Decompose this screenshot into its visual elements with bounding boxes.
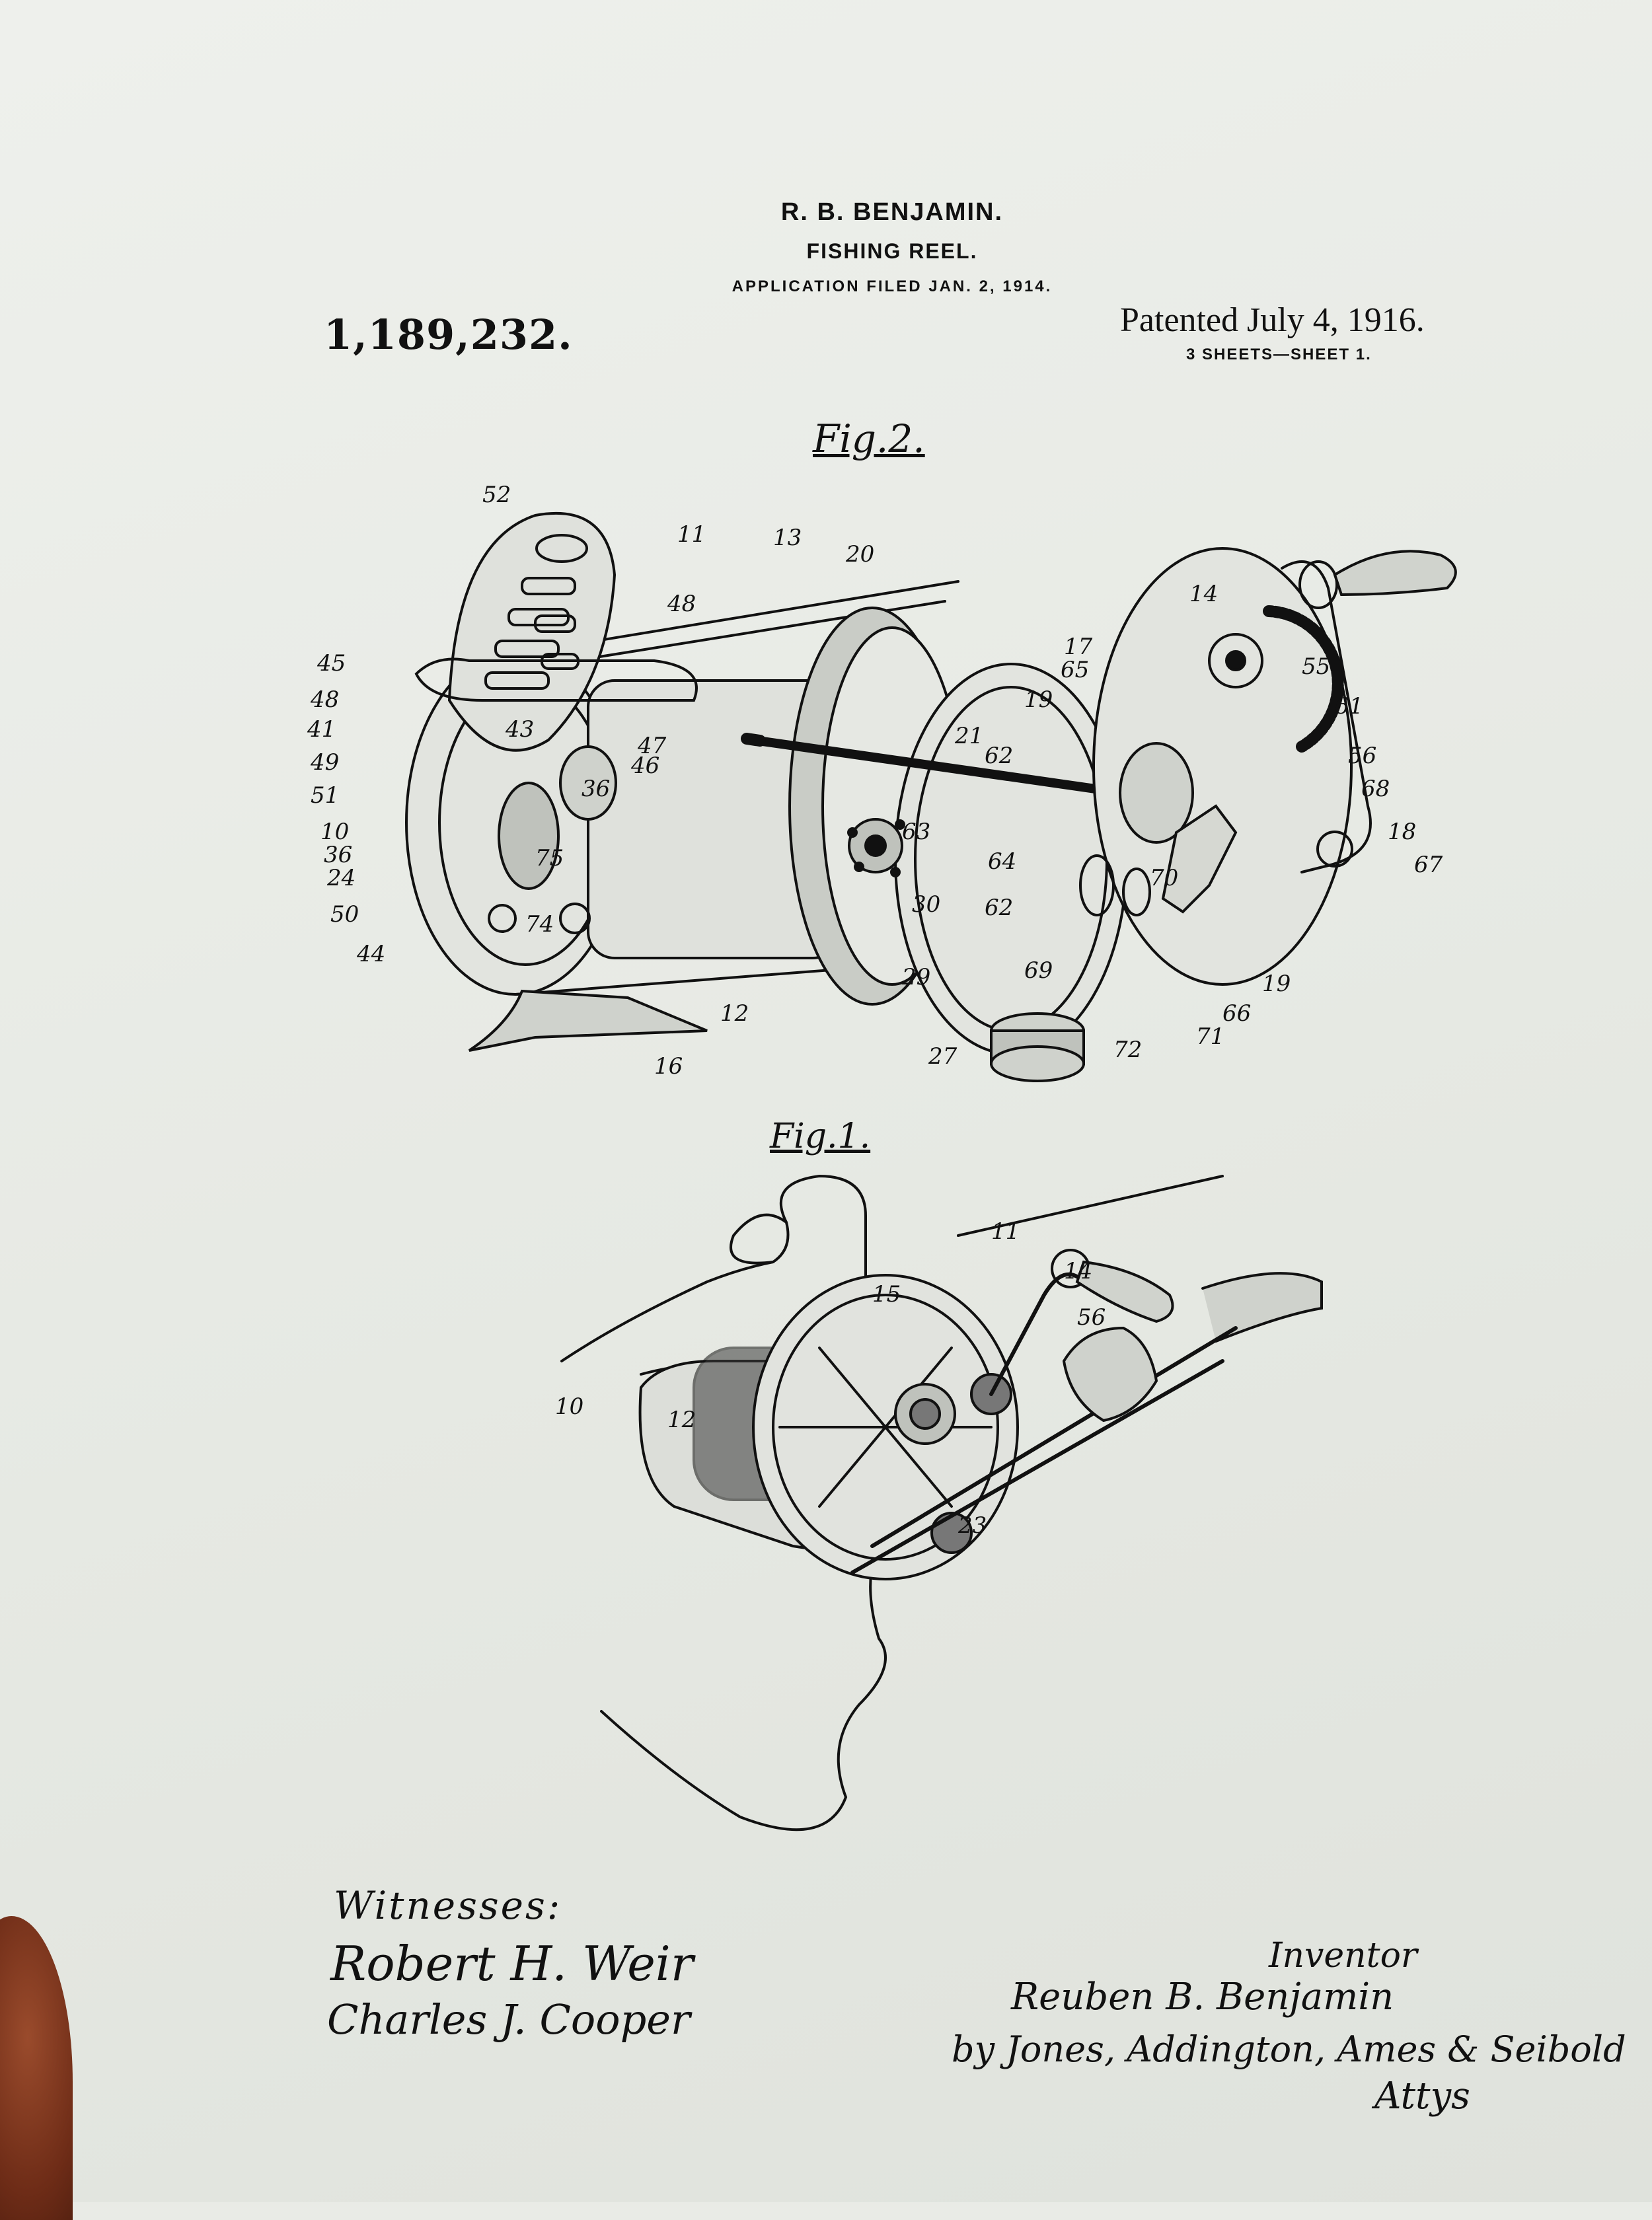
witness-signature-1: Robert H. Weir: [330, 1936, 694, 1991]
invention-title: FISHING REEL.: [806, 239, 978, 263]
svg-text:19: 19: [1024, 686, 1053, 713]
svg-text:23: 23: [957, 1512, 987, 1539]
svg-text:50: 50: [330, 901, 359, 928]
svg-text:68: 68: [1361, 776, 1390, 802]
svg-text:16: 16: [654, 1053, 683, 1080]
witness-signature-2: Charles J. Cooper: [327, 1995, 691, 2044]
svg-text:20: 20: [845, 541, 874, 568]
svg-text:14: 14: [1189, 581, 1218, 607]
svg-text:17: 17: [1064, 634, 1093, 660]
svg-text:45: 45: [317, 650, 346, 677]
svg-text:63: 63: [902, 819, 930, 845]
svg-text:71: 71: [1196, 1023, 1224, 1050]
svg-text:70: 70: [1150, 865, 1178, 891]
svg-text:67: 67: [1414, 852, 1443, 878]
sheet-count: 3 SHEETS—SHEET 1.: [1186, 346, 1372, 363]
svg-text:13: 13: [773, 525, 802, 551]
svg-text:10: 10: [555, 1393, 583, 1420]
svg-text:56: 56: [1348, 743, 1376, 769]
svg-text:56: 56: [1077, 1304, 1106, 1331]
svg-text:12: 12: [667, 1407, 696, 1433]
attorneys-label: Attys: [1374, 2075, 1470, 2118]
patent-number: 1,189,232.: [324, 311, 573, 359]
svg-text:29: 29: [901, 964, 930, 990]
svg-text:14: 14: [1064, 1258, 1092, 1284]
svg-text:19: 19: [1262, 971, 1291, 997]
svg-text:65: 65: [1061, 657, 1089, 683]
svg-text:44: 44: [356, 941, 385, 967]
svg-text:24: 24: [326, 865, 356, 891]
svg-text:43: 43: [505, 716, 534, 743]
svg-text:61: 61: [1335, 693, 1363, 720]
svg-text:30: 30: [912, 891, 940, 918]
svg-text:69: 69: [1024, 957, 1053, 984]
fig1-label: Fig.1.: [770, 1117, 871, 1156]
attorneys-signature: by Jones, Addington, Ames & Seibold: [952, 2028, 1626, 2070]
patented-date: Patented July 4, 1916.: [1120, 301, 1425, 339]
svg-text:72: 72: [1113, 1037, 1142, 1063]
svg-text:64: 64: [988, 848, 1016, 875]
svg-text:66: 66: [1222, 1000, 1251, 1027]
svg-text:49: 49: [310, 749, 339, 776]
svg-text:74: 74: [525, 911, 554, 938]
svg-text:15: 15: [872, 1281, 901, 1308]
svg-text:27: 27: [928, 1043, 957, 1070]
svg-text:48: 48: [310, 686, 339, 713]
witnesses-label: Witnesses:: [334, 1883, 562, 1928]
holding-thumb: [0, 1916, 73, 2220]
svg-text:36: 36: [582, 776, 610, 802]
inventor-label: Inventor: [1269, 1936, 1417, 1976]
application-filed: APPLICATION FILED JAN. 2, 1914.: [732, 278, 1053, 295]
svg-text:62: 62: [985, 895, 1013, 921]
svg-text:18: 18: [1388, 819, 1416, 845]
fig2-label: Fig.2.: [813, 416, 925, 461]
inventor-name: R. B. BENJAMIN.: [780, 198, 1004, 226]
svg-text:10: 10: [320, 819, 349, 845]
svg-text:11: 11: [677, 521, 706, 548]
svg-text:11: 11: [991, 1218, 1020, 1245]
svg-text:21: 21: [954, 723, 983, 749]
svg-text:46: 46: [630, 753, 659, 779]
svg-text:62: 62: [985, 743, 1013, 769]
svg-text:47: 47: [637, 733, 667, 759]
svg-text:41: 41: [307, 716, 336, 743]
fig1-reel-in-hand-drawing: 11 14 15 56 10 12 23: [555, 1174, 1323, 1832]
svg-text:55: 55: [1302, 653, 1330, 680]
svg-text:52: 52: [482, 482, 511, 508]
svg-text:12: 12: [720, 1000, 749, 1027]
svg-text:36: 36: [324, 842, 352, 868]
svg-text:51: 51: [311, 782, 339, 809]
svg-text:48: 48: [667, 591, 696, 617]
inventor-signature: Reuben B. Benjamin: [1011, 1976, 1394, 2018]
svg-text:75: 75: [535, 845, 564, 871]
